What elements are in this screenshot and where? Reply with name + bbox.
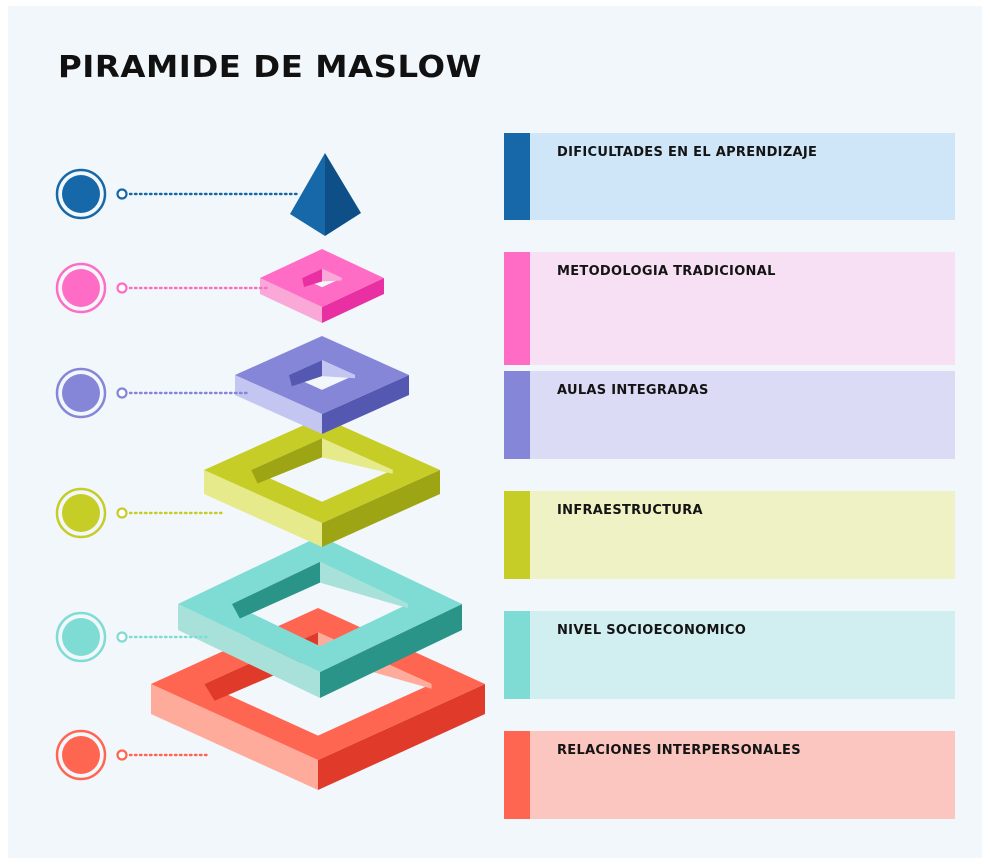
circle-marker-pink-ring [55,262,107,314]
connector-node [116,749,128,761]
circle-marker-teal [62,618,100,656]
page-title: PIRAMIDE DE MASLOW [58,50,482,85]
circle-marker-teal-ring [55,611,107,663]
level-card-label: RELACIONES INTERPERSONALES [557,743,801,758]
circle-marker-coral-ring [55,729,107,781]
level-card-accent-bar [504,133,530,220]
connector-node [116,188,128,200]
level-card-accent-bar [504,371,530,459]
level-card-accent-bar [504,252,530,365]
level-card-accent-bar [504,491,530,579]
circle-marker-lime-ring [55,487,107,539]
level-card-label: DIFICULTADES EN EL APRENDIZAJE [557,145,818,160]
circle-marker-pink [62,269,100,307]
pyramid-apex [290,153,361,236]
connector-node [116,387,128,399]
connector-node [116,282,128,294]
level-card-accent-bar [504,731,530,819]
level-card: INFRAESTRUCTURA [504,491,955,579]
circle-marker-coral [62,736,100,774]
circle-marker-purple-ring [55,367,107,419]
circle-marker-blue [62,175,100,213]
level-card-label: METODOLOGIA TRADICIONAL [557,264,776,279]
level-card: METODOLOGIA TRADICIONAL [504,252,955,365]
level-card: AULAS INTEGRADAS [504,371,955,459]
frame-level-4 [204,417,440,547]
frame-level-5 [178,536,462,698]
circle-marker-blue-ring [55,168,107,220]
level-card: NIVEL SOCIOECONOMICO [504,611,955,699]
level-card: RELACIONES INTERPERSONALES [504,731,955,819]
connector-node [116,631,128,643]
level-card: DIFICULTADES EN EL APRENDIZAJE [504,133,955,220]
level-card-accent-bar [504,611,530,699]
frame-level-3 [235,336,409,434]
circle-marker-lime [62,494,100,532]
level-card-label: NIVEL SOCIOECONOMICO [557,623,747,638]
level-card-label: INFRAESTRUCTURA [557,503,703,518]
connector-node [116,507,128,519]
circle-marker-purple [62,374,100,412]
level-card-label: AULAS INTEGRADAS [557,383,709,398]
frame-level-2 [260,249,384,323]
